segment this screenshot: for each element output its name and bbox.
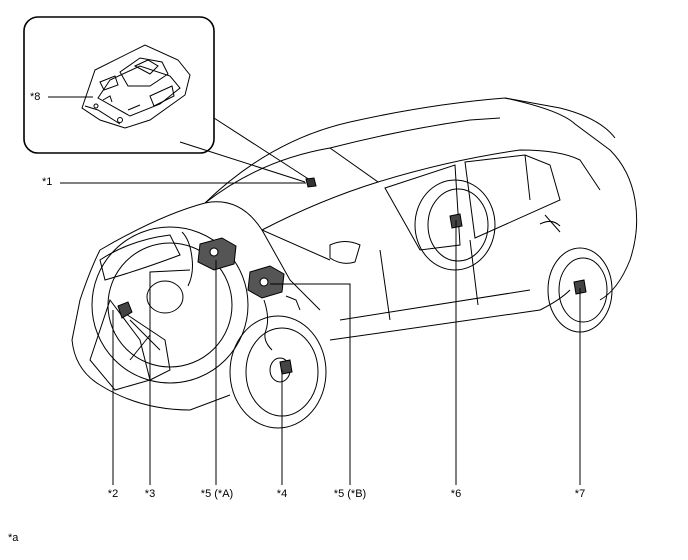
actuator-a: [197, 237, 237, 271]
callout-2: *2: [107, 488, 119, 500]
callout-6: *6: [450, 488, 462, 500]
callout-5b: *5 (*B): [333, 488, 367, 500]
wheel-front-right: [229, 315, 327, 429]
actuator-b: [247, 265, 285, 299]
footnote-a: *a: [8, 532, 19, 544]
sensor-front-left: [117, 301, 133, 319]
wheel-front-left: [91, 226, 249, 384]
inset-component: [81, 44, 191, 129]
callout-5a: *5 (*A): [200, 488, 234, 500]
callout-7: *7: [574, 488, 586, 500]
callout-1: *1: [42, 176, 53, 188]
callout-4: *4: [276, 488, 288, 500]
sensor-rear-right: [573, 279, 587, 295]
car-body: [71, 97, 638, 411]
callout-3: *3: [144, 488, 156, 500]
inset-panel: [23, 16, 311, 183]
wheel-rear-left: [414, 179, 496, 271]
leader-lines: [112, 220, 581, 485]
callout-8: *8: [30, 91, 41, 103]
sensor-front-wheel: [279, 359, 293, 375]
